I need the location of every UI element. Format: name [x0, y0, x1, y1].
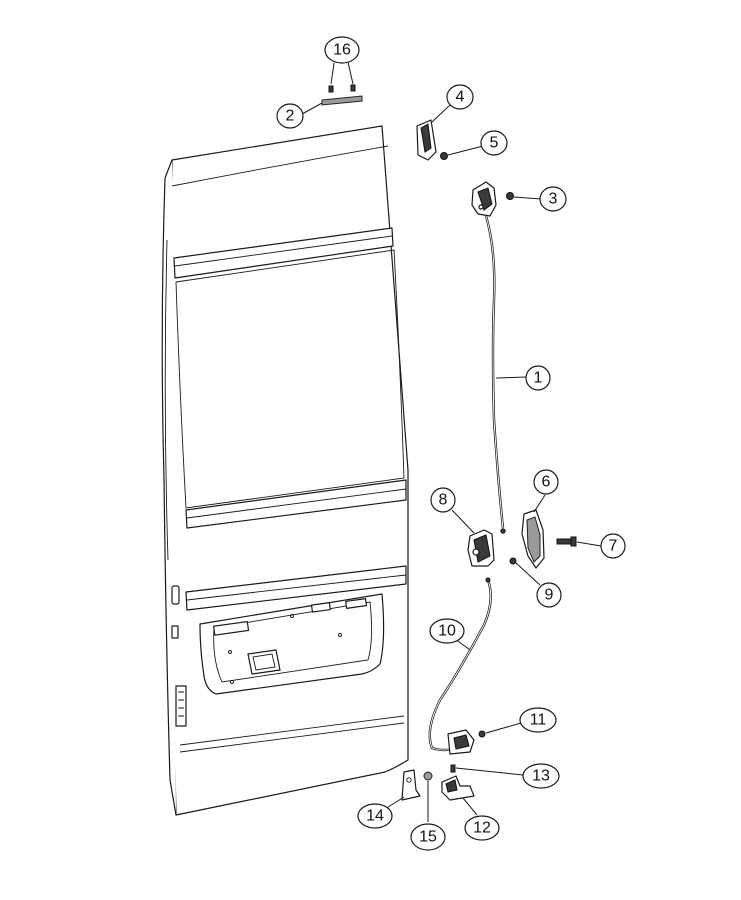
svg-text:1: 1: [534, 370, 543, 387]
part-8-lower-latch: [451, 509, 495, 567]
part-10-cable: [428, 577, 492, 752]
svg-text:10: 10: [438, 623, 456, 640]
callout-11: 11: [519, 707, 557, 733]
svg-text:8: 8: [439, 492, 448, 509]
part-2-plate: [301, 95, 363, 115]
svg-text:6: 6: [542, 474, 551, 491]
callout-15: 15: [410, 823, 446, 851]
callout-4: 4: [446, 84, 474, 110]
upper-latch: [471, 181, 497, 217]
part-3-bolt: [506, 192, 542, 200]
svg-text:5: 5: [490, 135, 499, 152]
svg-text:11: 11: [530, 712, 547, 729]
lower-hinge-latch: [447, 729, 475, 755]
callout-5: 5: [480, 130, 508, 156]
callout-8: 8: [430, 487, 456, 513]
part-15-nut: [423, 771, 433, 822]
part-14-bracket: [384, 769, 421, 810]
part-13-bolt: [450, 764, 524, 776]
svg-text:3: 3: [549, 191, 558, 208]
callout-9: 9: [536, 582, 562, 608]
part-4-upper-bracket: [416, 104, 451, 161]
svg-text:12: 12: [473, 820, 491, 837]
callout-3: 3: [539, 186, 567, 212]
svg-text:2: 2: [286, 108, 295, 125]
callout-7: 7: [600, 533, 626, 559]
callout-12: 12: [464, 815, 500, 841]
svg-text:9: 9: [545, 587, 554, 604]
callout-14: 14: [357, 803, 393, 829]
callout-16: 16: [324, 36, 360, 64]
part-9-bolt: [509, 557, 541, 586]
svg-text:7: 7: [609, 538, 618, 555]
callout-2: 2: [276, 103, 304, 129]
svg-text:14: 14: [366, 808, 384, 825]
part-6-handle-cover: [521, 494, 546, 569]
part-16-screws: [328, 61, 356, 93]
part-12-bracket: [441, 775, 478, 816]
callout-1: 1: [525, 365, 551, 391]
svg-text:13: 13: [532, 768, 550, 785]
callout-6: 6: [533, 469, 559, 495]
svg-text:4: 4: [456, 89, 465, 106]
sliding-door-panel: [161, 125, 409, 816]
part-11-bolt: [478, 722, 522, 738]
callout-10: 10: [429, 618, 465, 644]
svg-text:15: 15: [419, 829, 437, 846]
svg-text:16: 16: [333, 42, 351, 59]
part-7-screw: [556, 536, 602, 547]
part-5-bolt: [440, 145, 484, 160]
part-1-cable: [484, 215, 528, 534]
callout-13: 13: [522, 763, 560, 789]
